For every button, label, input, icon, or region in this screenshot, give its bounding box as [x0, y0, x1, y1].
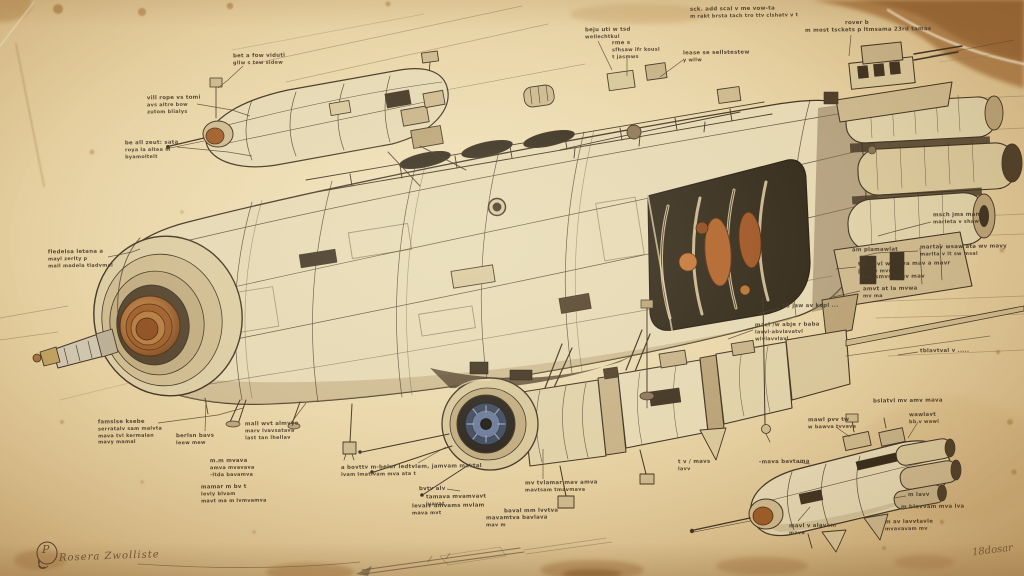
cutaway-section	[647, 159, 811, 331]
callout-label: a bovttv m-belur ledtvlam, jamvam mavtal…	[340, 463, 482, 479]
signature-flourish-icon	[36, 541, 58, 569]
callout-label: bvtv alv	[418, 485, 446, 493]
nose-cone	[32, 235, 243, 397]
turret	[823, 39, 1015, 123]
callout-label: 18 jaw av kopl ...	[781, 302, 839, 310]
callout-label: baval mm lvvtva	[503, 507, 559, 515]
engine-cluster	[812, 94, 1023, 361]
callout-label: -mava bavtama	[758, 458, 810, 466]
signature-initial: P	[42, 543, 50, 556]
pencil-sketch-arrow	[137, 537, 613, 576]
callout-label: m lavv	[907, 491, 930, 499]
signature-text: Rosera Zwolliste	[58, 549, 160, 564]
callout-label: m blavvam mva lva	[900, 503, 965, 511]
lower-boom	[358, 305, 1024, 509]
top-pod	[166, 63, 586, 187]
artist-signature: P Rosera Zwolliste	[33, 541, 223, 571]
callout-label: bslatvl mv amv mava	[872, 397, 943, 405]
callout-label: tblavtval v .....	[919, 347, 970, 355]
turbine-thruster	[441, 377, 539, 471]
callout-label: am plamawlat	[851, 246, 899, 254]
callout-label: jmv smvs s mv mav	[860, 273, 925, 281]
